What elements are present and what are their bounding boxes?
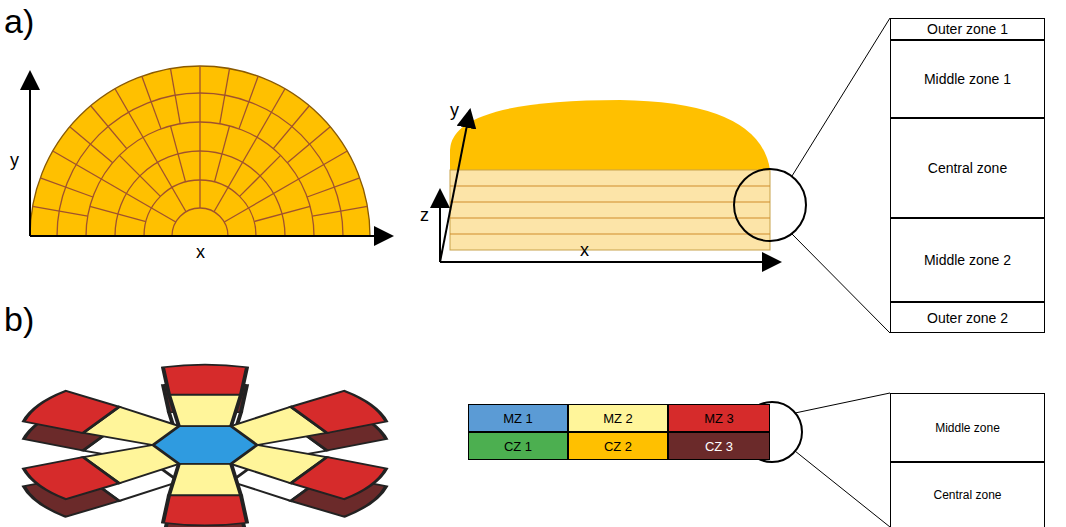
zone-box: Outer zone 2 <box>890 302 1045 333</box>
zone-box: Middle zone <box>890 393 1045 462</box>
zone-label: Central zone <box>933 488 1001 502</box>
zone-label: Central zone <box>928 160 1007 176</box>
zone-label: Middle zone <box>935 421 1000 435</box>
zone-box: CZ 1 <box>468 432 568 460</box>
zone-box: MZ 3 <box>668 404 770 432</box>
zone-box: Central zone <box>890 118 1045 218</box>
zone-label: CZ 1 <box>504 439 532 454</box>
zone-box: CZ 2 <box>568 432 668 460</box>
zone-label: Outer zone 2 <box>927 310 1008 326</box>
zone-box: MZ 1 <box>468 404 568 432</box>
zone-label: CZ 3 <box>705 439 733 454</box>
panel-label: b) <box>4 300 34 339</box>
zone-label: Middle zone 1 <box>924 71 1011 87</box>
zone-label: MZ 3 <box>704 411 734 426</box>
zone-box: Outer zone 1 <box>890 18 1045 40</box>
zone-box: Central zone <box>890 462 1045 527</box>
axis-label: y <box>10 150 19 171</box>
panel-label: a) <box>4 2 34 41</box>
axis-label: y <box>450 100 459 121</box>
zone-box: Middle zone 1 <box>890 40 1045 118</box>
zone-box: Middle zone 2 <box>890 218 1045 302</box>
zone-label: Middle zone 2 <box>924 252 1011 268</box>
zone-label: Outer zone 1 <box>927 21 1008 37</box>
zone-label: MZ 1 <box>503 411 533 426</box>
zone-box: MZ 2 <box>568 404 668 432</box>
axis-label: x <box>196 242 205 263</box>
axis-label: z <box>420 205 429 226</box>
axis-label: x <box>580 240 589 261</box>
zone-box: CZ 3 <box>668 432 770 460</box>
zone-label: MZ 2 <box>603 411 633 426</box>
zone-label: CZ 2 <box>604 439 632 454</box>
